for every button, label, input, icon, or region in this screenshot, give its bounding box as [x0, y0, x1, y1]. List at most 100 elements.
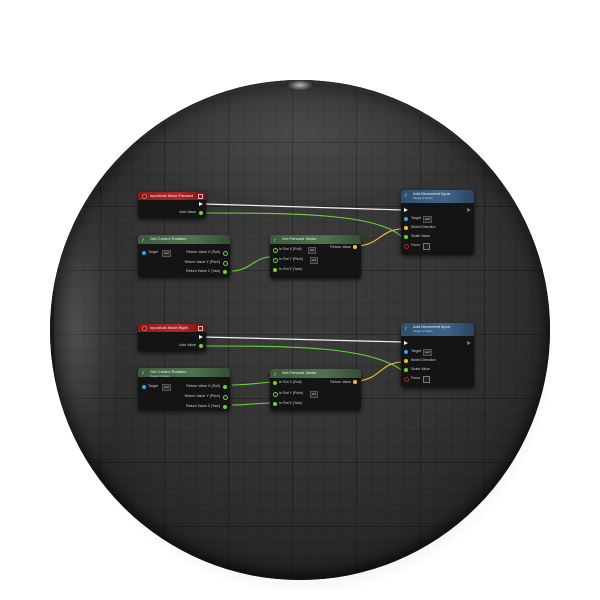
target-label: Target — [411, 349, 421, 353]
force-label: Force — [411, 376, 421, 380]
force-label: Force — [411, 243, 421, 247]
data-pin-icon[interactable] — [223, 395, 228, 400]
badge-rim — [50, 80, 550, 580]
gloss-specular — [288, 80, 312, 90]
function-icon: ƒ — [274, 236, 277, 242]
float-wire — [231, 381, 274, 386]
float-wire — [203, 212, 404, 239]
exec-wire — [203, 336, 404, 343]
world-direction-label: World Direction — [411, 225, 436, 229]
data-pin-icon[interactable] — [273, 381, 277, 385]
target-default: self — [423, 216, 432, 223]
function-icon: ƒ — [405, 191, 408, 197]
event-icon — [142, 325, 147, 331]
exec-pin-icon[interactable] — [404, 340, 408, 345]
get-control-rotation-node[interactable]: ƒ Get Control Rotation Target self Retur… — [138, 235, 230, 277]
close-icon[interactable] — [198, 326, 203, 331]
node-header: ƒ Add Movement Input Target is Pawn — [401, 190, 474, 203]
exec-pin-icon[interactable] — [467, 340, 471, 345]
return-y-label: Return Value Y (Pitch) — [184, 260, 220, 264]
data-pin-icon[interactable] — [404, 359, 408, 363]
data-pin-icon[interactable] — [404, 235, 408, 239]
data-pin-icon[interactable] — [404, 377, 409, 382]
in-rot-y-field[interactable]: 0.0 — [310, 391, 319, 398]
add-movement-input-node[interactable]: ƒ Add Movement Input Target is Pawn Targ… — [401, 190, 474, 254]
get-control-rotation-node[interactable]: ƒ Get Control Rotation Target is Pawn Ta… — [138, 368, 230, 410]
data-pin-icon[interactable] — [223, 405, 227, 409]
data-pin-icon[interactable] — [404, 368, 408, 372]
return-value-label: Return Value — [330, 380, 351, 384]
function-icon: ƒ — [274, 370, 277, 376]
target-default: self — [162, 384, 171, 391]
scale-value-label: Scale Value — [411, 367, 430, 371]
data-pin-icon[interactable] — [223, 261, 228, 266]
data-pin-icon[interactable] — [404, 217, 408, 221]
node-subtitle: Target is Pawn — [150, 374, 170, 378]
close-icon[interactable] — [198, 194, 203, 199]
node-title: Get Control Rotation — [150, 236, 187, 241]
data-pin-icon[interactable] — [404, 244, 409, 249]
node-title: InputAxis Move Right — [150, 325, 188, 330]
float-wire — [231, 256, 274, 272]
data-pin-icon[interactable] — [404, 350, 408, 354]
axis-value-label: Axis Value — [179, 343, 196, 347]
exec-wire — [203, 203, 404, 211]
gloss-highlight — [110, 80, 490, 200]
data-pin-icon[interactable] — [223, 385, 227, 389]
target-default: self — [162, 250, 171, 257]
exec-pin-icon[interactable] — [199, 201, 203, 206]
node-title: InputAxis Move Forward — [150, 193, 194, 198]
data-pin-icon[interactable] — [142, 251, 146, 255]
get-forward-vector-node[interactable]: ƒ Get Forward Vector In Rot X (Roll) In … — [270, 369, 361, 410]
data-pin-icon[interactable] — [404, 226, 408, 230]
function-icon: ƒ — [405, 324, 408, 330]
node-title: Add Movement Input — [413, 191, 450, 196]
event-icon — [142, 193, 147, 199]
in-rot-z-label: In Rot Z (Yaw) — [279, 267, 302, 271]
scale-value-label: Scale Value — [411, 234, 430, 238]
input-axis-move-forward-node[interactable]: InputAxis Move Forward Axis Value — [138, 192, 206, 218]
return-value-label: Return Value — [330, 245, 351, 249]
in-rot-z-label: In Rot Z (Yaw) — [279, 401, 302, 405]
data-pin-icon[interactable] — [353, 245, 357, 249]
node-header: ƒ Get Forward Vector — [270, 369, 361, 378]
data-pin-icon[interactable] — [273, 248, 278, 253]
return-x-label: Return Value X (Roll) — [186, 250, 220, 254]
exec-pin-icon[interactable] — [467, 207, 471, 212]
data-pin-icon[interactable] — [273, 268, 277, 272]
wires-layer — [203, 203, 404, 406]
exec-pin-icon[interactable] — [199, 334, 203, 339]
target-label: Target — [148, 384, 158, 388]
node-header: ƒ Get Control Rotation Target is Pawn — [138, 368, 230, 378]
function-icon: ƒ — [142, 236, 145, 242]
target-default: self — [423, 349, 432, 356]
in-rot-y-field[interactable]: 0.0 — [310, 257, 319, 264]
node-header: InputAxis Move Forward — [138, 192, 206, 200]
data-pin-icon[interactable] — [273, 402, 277, 406]
data-pin-icon[interactable] — [353, 380, 357, 384]
return-z-label: Return Value Z (Yaw) — [185, 269, 220, 273]
get-forward-vector-node[interactable]: ƒ Get Forward Vector In Rot X (Roll) 0.0… — [270, 235, 361, 278]
data-pin-icon[interactable] — [223, 270, 227, 274]
force-checkbox[interactable] — [423, 376, 430, 383]
node-header: InputAxis Move Right — [138, 324, 206, 332]
data-pin-icon[interactable] — [142, 385, 146, 389]
in-rot-x-label: In Rot X (Roll) — [279, 247, 302, 251]
in-rot-x-field[interactable]: 0.0 — [308, 247, 317, 254]
input-axis-move-right-node[interactable]: InputAxis Move Right Axis Value — [138, 324, 206, 351]
add-movement-input-node[interactable]: ƒ Add Movement Input Target is Pawn Targ… — [401, 323, 474, 387]
data-pin-icon[interactable] — [273, 258, 278, 263]
vector-wire — [354, 228, 404, 247]
data-pin-icon[interactable] — [223, 251, 228, 256]
data-pin-icon[interactable] — [199, 344, 203, 348]
data-pin-icon[interactable] — [199, 211, 203, 215]
node-subtitle: Target is Pawn — [413, 196, 433, 200]
target-label: Target — [411, 216, 421, 220]
node-title: Get Forward Vector — [282, 370, 317, 375]
force-checkbox[interactable] — [423, 243, 430, 250]
button-badge: InputAxis Move Forward Axis Value ƒ Get … — [50, 80, 550, 580]
data-pin-icon[interactable] — [273, 392, 278, 397]
return-y-label: Return Value Y (Pitch) — [184, 394, 220, 398]
in-rot-x-label: In Rot X (Roll) — [279, 380, 302, 384]
exec-pin-icon[interactable] — [404, 207, 408, 212]
